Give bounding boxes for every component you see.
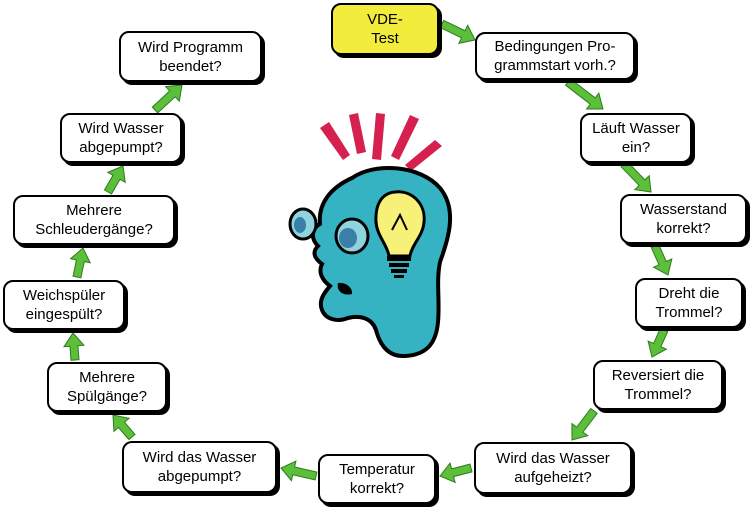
step-box: Reversiert die Trommel? xyxy=(593,360,723,410)
step-box: Temperatur korrekt? xyxy=(318,454,436,504)
right-arrow-icon xyxy=(280,460,318,482)
right-arrow-icon xyxy=(439,461,473,484)
right-arrow-icon xyxy=(647,327,669,358)
exclaim-stroke xyxy=(372,113,385,160)
step-box: Wird Programm beendet? xyxy=(119,31,262,82)
mouth-icon xyxy=(337,282,353,295)
right-arrow-icon xyxy=(564,78,604,110)
step-box: Dreht die Trommel? xyxy=(635,278,743,328)
step-box: Wird Wasser abgepumpt? xyxy=(60,113,182,163)
exclaim-stroke xyxy=(405,140,442,171)
step-box: Wasserstand korrekt? xyxy=(620,194,747,244)
step-box: Wird das Wasser abgepumpt? xyxy=(122,441,277,493)
right-arrow-icon xyxy=(571,407,598,441)
step-box: Weichspüler eingespült? xyxy=(3,280,125,330)
head-icon xyxy=(311,166,453,359)
step-box: Wird das Wasser aufgeheizt? xyxy=(474,442,632,494)
step-box: Läuft Wasser ein? xyxy=(580,113,692,163)
step-box: Mehrere Spülgänge? xyxy=(47,362,167,412)
right-arrow-icon xyxy=(69,247,92,279)
right-arrow-icon xyxy=(112,414,136,441)
exclaim-stroke xyxy=(320,122,350,160)
exclaim-stroke xyxy=(391,115,419,160)
right-arrow-icon xyxy=(620,160,652,193)
exclaim-stroke xyxy=(349,113,366,154)
right-arrow-icon xyxy=(151,84,183,114)
step-box: Bedingungen Pro- grammstart vorh.? xyxy=(475,32,635,80)
right-arrow-icon xyxy=(439,19,476,44)
start-node-vde-test: VDE- Test xyxy=(331,3,439,55)
right-arrow-icon xyxy=(650,243,673,276)
eye-icon xyxy=(334,217,370,255)
step-box: Mehrere Schleudergänge? xyxy=(13,195,175,245)
lightbulb-icon xyxy=(374,190,426,278)
right-arrow-icon xyxy=(63,332,85,361)
right-arrow-icon xyxy=(103,165,126,195)
eye-icon xyxy=(288,207,318,241)
